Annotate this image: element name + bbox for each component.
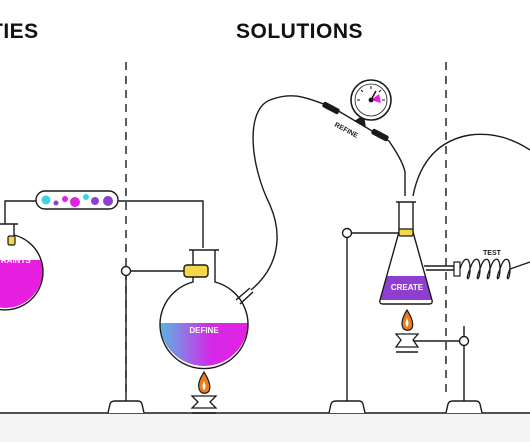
stand-right	[328, 227, 399, 414]
floor	[0, 413, 530, 442]
constraints-flask: TRAINTS	[0, 223, 44, 311]
refine-unit: REFINE	[322, 79, 392, 142]
refine-label: REFINE	[333, 122, 359, 140]
connector-tube-right	[412, 133, 530, 197]
constraints-label: TRAINTS	[0, 256, 31, 265]
bubble-tube	[35, 190, 119, 210]
create-flask: CREATE	[379, 201, 455, 305]
define-flask: DEFINE	[159, 249, 254, 370]
test-label: TEST	[483, 250, 502, 257]
burner-define	[190, 370, 218, 414]
define-clamp	[183, 264, 209, 278]
connector-tube-create	[388, 140, 406, 196]
connector-tube-left	[4, 200, 36, 224]
connector-tube-curvy	[250, 95, 331, 291]
heating-coil-icon	[453, 258, 530, 280]
heading-left: TIES	[0, 20, 39, 43]
connector-tube-mid	[118, 200, 204, 248]
create-liquid	[380, 276, 432, 300]
constraints-clamp	[7, 235, 16, 246]
stand-far-right	[445, 326, 483, 414]
create-clamp	[398, 228, 414, 237]
burner-create	[394, 308, 464, 353]
pressure-gauge-icon	[350, 79, 392, 121]
create-label: CREATE	[391, 283, 424, 292]
define-label: DEFINE	[189, 326, 219, 335]
heading-solutions: SOLUTIONS	[236, 20, 364, 43]
stand-left	[107, 265, 190, 414]
